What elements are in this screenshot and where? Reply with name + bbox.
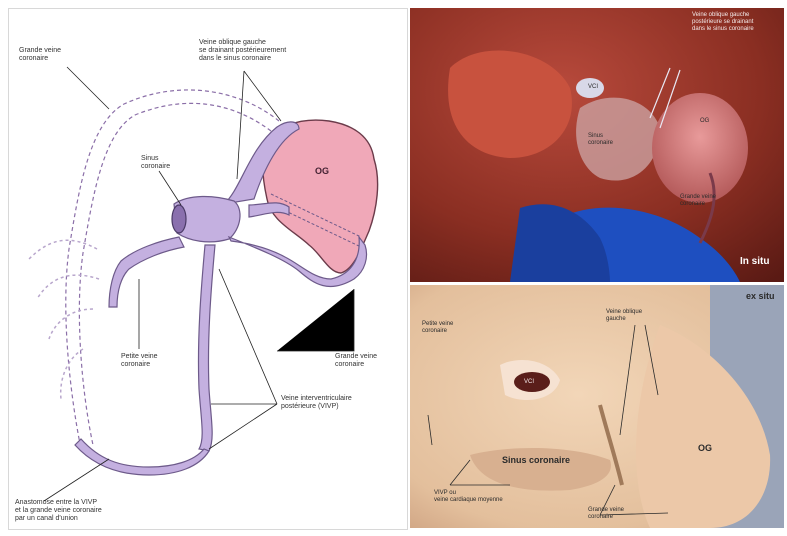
dashed-vein-inner <box>79 103 271 445</box>
label-grande-veine: Grande veine coronaire <box>19 47 61 63</box>
dashed-branches <box>29 240 99 399</box>
schematic-svg <box>9 9 407 529</box>
photo-bottom-label-petite: Petite veine coronaire <box>422 321 453 335</box>
leader-grande-veine-2 <box>277 289 354 351</box>
small-cardiac-vein <box>109 237 184 307</box>
leader-vivp <box>209 269 277 449</box>
leader-sinus <box>159 171 181 205</box>
photo-ex-situ: ex situ Petite veine coronaire Veine obl… <box>410 285 784 528</box>
photo-bottom-label-vci: VCI <box>524 379 534 386</box>
label-veine-oblique: Veine oblique gauche se drainant postéri… <box>199 39 286 63</box>
photo-bottom-label-sinus: Sinus coronaire <box>502 455 570 465</box>
photo-top-label-og: OG <box>700 118 709 125</box>
photo-bottom-label-og: OG <box>698 443 712 453</box>
sinus-ostium <box>172 205 186 233</box>
leader-anastomose <box>44 459 109 501</box>
photo-top-label-grande: Grande veine coronaire <box>680 194 716 208</box>
leader-grande-veine <box>67 67 109 109</box>
anastomosis-channel <box>75 439 209 475</box>
photo-bottom-label-grande: Grande veine coronaire <box>588 507 624 521</box>
photo-bottom-label-vivp: VIVP ou veine cardiaque moyenne <box>434 490 503 504</box>
posterior-interventricular-vein <box>198 245 215 451</box>
photo-bottom-label-oblique: Veine oblique gauche <box>606 309 642 323</box>
label-grande-veine-2: Grande veine coronaire <box>335 353 377 369</box>
photo-top-label-insitu: In situ <box>740 258 769 265</box>
photo-in-situ: Veine oblique gauche postérieure se drai… <box>410 8 784 282</box>
photo-top-label-sinus: Sinus coronaire <box>588 133 613 147</box>
label-vivp: Veine interventriculaire postérieure (VI… <box>281 395 352 411</box>
photo-bottom-label-exsitu: ex situ <box>746 291 775 301</box>
label-og: OG <box>315 167 329 175</box>
label-petite-veine: Petite veine coronaire <box>121 353 158 369</box>
schematic-diagram: Grande veine coronaire Veine oblique gau… <box>8 8 408 530</box>
label-anastomose: Anastomose entre la VIVP et la grande ve… <box>15 499 102 523</box>
dashed-vein-outer <box>66 90 279 449</box>
photo-top-label-vci: VCI <box>588 84 598 91</box>
label-sinus: Sinus coronaire <box>141 155 170 171</box>
photo-top-label-oblique: Veine oblique gauche postérieure se drai… <box>692 12 754 33</box>
